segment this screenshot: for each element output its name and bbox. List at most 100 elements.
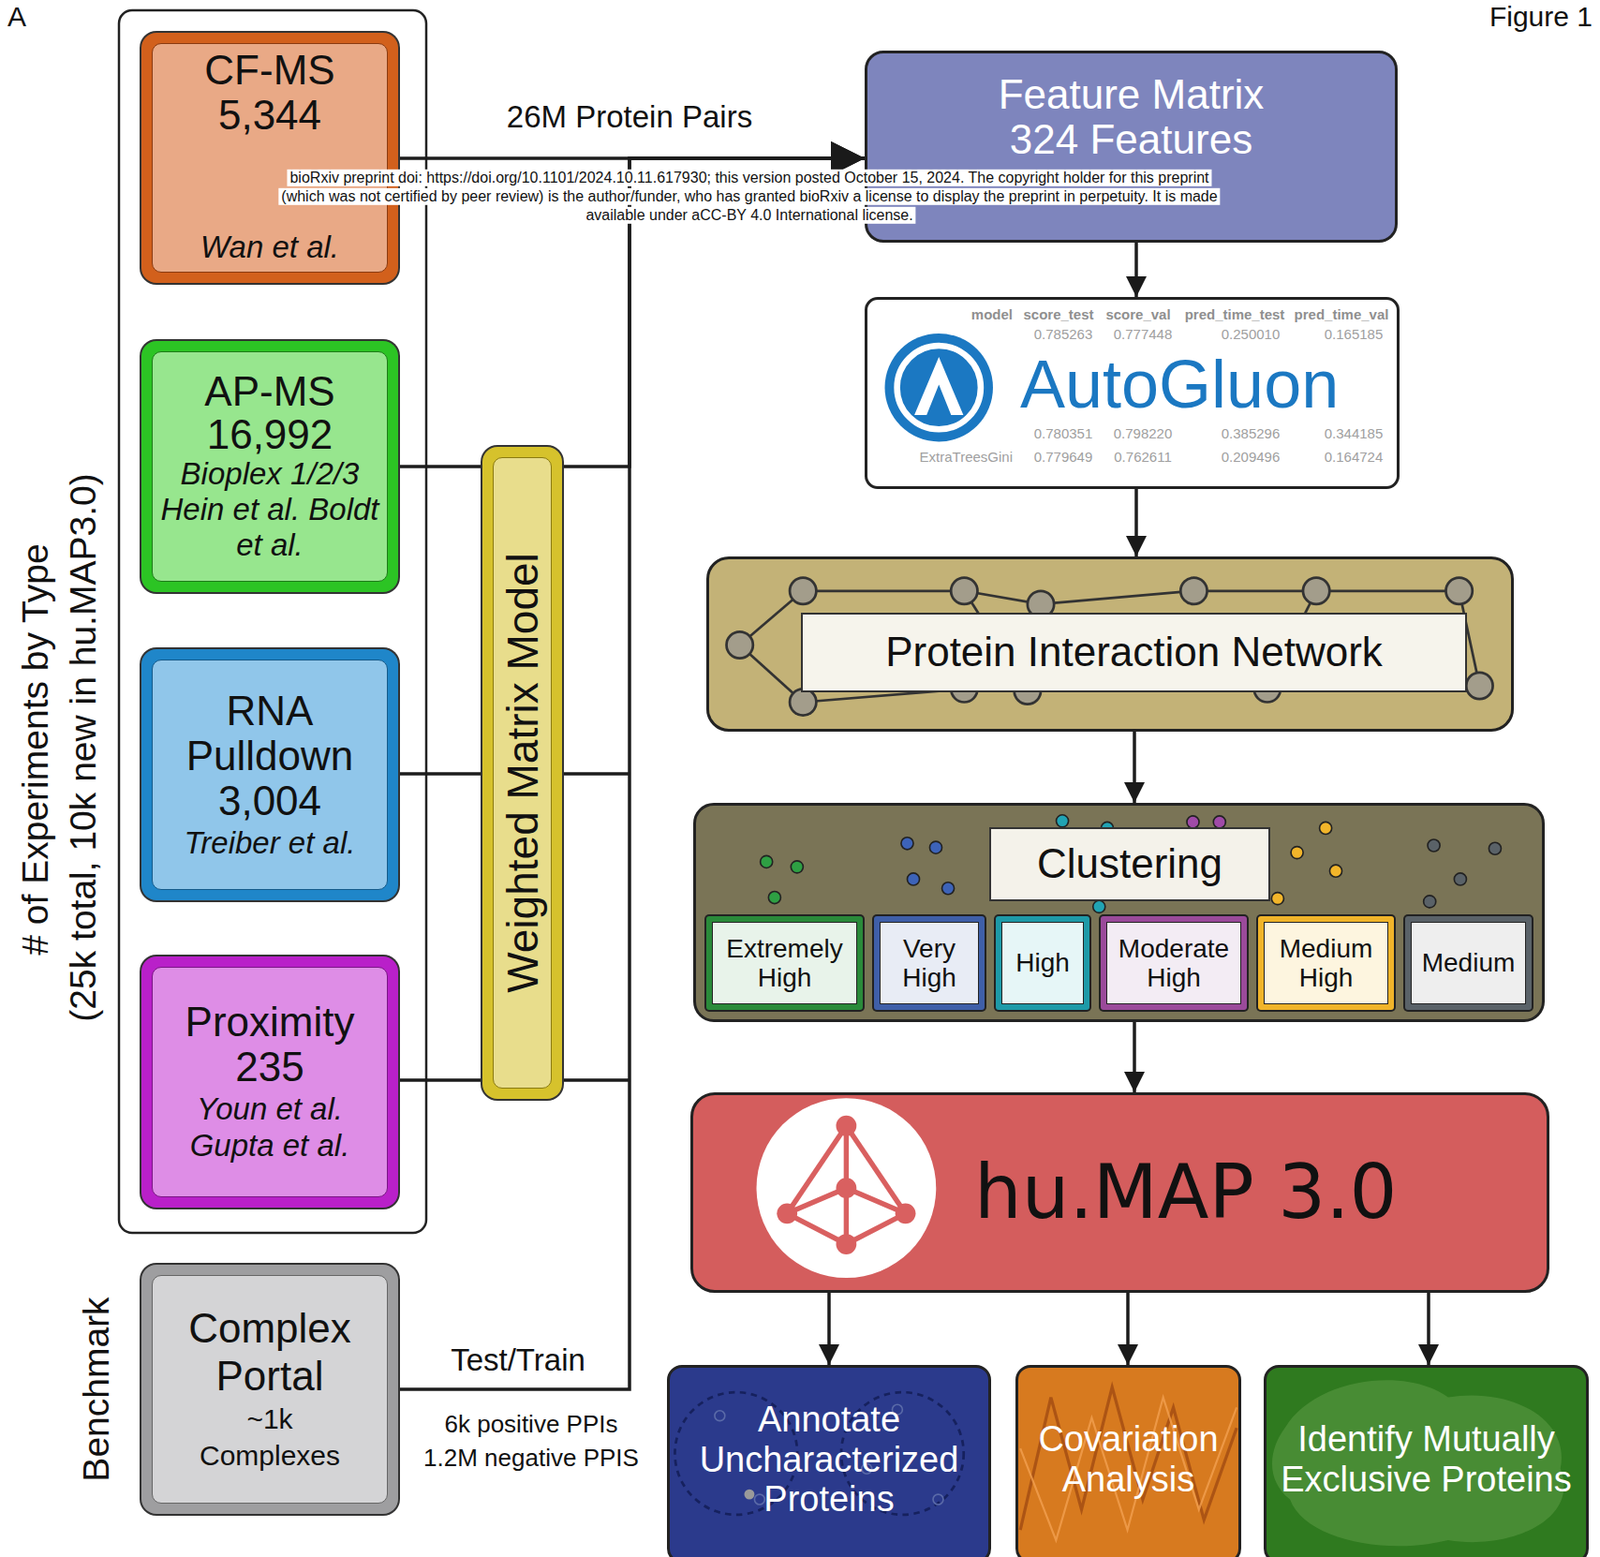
connector — [1132, 731, 1137, 803]
source-box: Proximity235Youn et al. Gupta et al. — [141, 956, 399, 1208]
part-circle — [901, 837, 914, 850]
table-cell: 0.779649 — [1034, 448, 1094, 465]
box-label: 324 Features — [876, 117, 1386, 163]
part-g — [756, 1097, 937, 1278]
box-label: 235 — [156, 1044, 384, 1090]
box-label: Weighted Matrix Model — [497, 552, 548, 993]
section-title: Benchmark — [75, 1296, 119, 1482]
part-g — [1423, 839, 1502, 908]
table-cell: 0.762611 — [1113, 448, 1171, 465]
note-text: 1.2M negative PPIS — [423, 1444, 639, 1473]
table-cell: 0.164724 — [1324, 448, 1384, 465]
box-panel: Complex Portal~1k Complexes — [151, 1274, 388, 1504]
box-label: AP-MS — [156, 370, 384, 414]
connector — [1134, 242, 1139, 297]
connector — [1426, 1292, 1431, 1365]
part-g — [1186, 815, 1226, 829]
part-line — [786, 1125, 846, 1215]
box-label: Clustering — [989, 827, 1271, 902]
part-circle — [836, 1115, 858, 1137]
axis-title: (25k total, 10k new in hu.MAP3.0) — [62, 473, 105, 1022]
part-circle — [1488, 842, 1501, 855]
part-circle — [789, 577, 816, 605]
box-panel: RNA Pulldown3,004Treiber et al. — [151, 659, 388, 890]
part-line — [1193, 589, 1317, 593]
model-box: Weighted Matrix Model — [482, 446, 563, 1099]
box-label: 3,004 — [156, 778, 384, 824]
part-circle — [1427, 839, 1440, 852]
table-cell: 0.165185 — [1324, 325, 1384, 342]
source-box: AP-MS16,992Bioplex 1/2/3 Hein et al. Bol… — [141, 340, 399, 593]
edge-label: 26M Protein Pairs — [503, 99, 756, 135]
part-line — [740, 645, 804, 703]
connector — [1134, 488, 1139, 557]
table-cell: pred_time_test — [1185, 306, 1286, 323]
part-circle — [1466, 672, 1493, 699]
part-circle — [726, 631, 754, 658]
table-cell: 0.209496 — [1221, 448, 1281, 465]
watermark-text: available under aCC-BY 4.0 International… — [582, 207, 916, 224]
part-circle — [1271, 892, 1284, 905]
table-cell: model — [971, 306, 1013, 323]
box-label: ~1k Complexes — [156, 1400, 384, 1474]
connector-stub — [562, 771, 630, 776]
part-polyline — [1020, 1387, 1237, 1531]
box-label: Very High — [879, 921, 979, 1005]
box-label: Protein Interaction Network — [800, 612, 1467, 693]
connector-stub — [562, 1078, 630, 1082]
part-circle — [744, 1489, 756, 1500]
box-label: Feature Matrix — [876, 72, 1386, 118]
box-label: Wan et al. — [156, 228, 384, 267]
part-g — [726, 577, 1494, 716]
table-cell: 0.250010 — [1221, 325, 1281, 342]
connector — [1125, 1292, 1130, 1365]
part-circle — [1186, 815, 1200, 829]
box-label: Extremely High — [711, 921, 858, 1005]
box-label: 16,992 — [156, 413, 384, 457]
output-box: Identify Mutually Exclusive Proteins — [1263, 1364, 1589, 1557]
process-box: Feature Matrix324 Features — [864, 50, 1398, 243]
tier-box: High — [995, 916, 1090, 1010]
table-cell: 0.798220 — [1113, 425, 1173, 442]
part-circle — [1303, 577, 1330, 605]
part-line — [740, 591, 804, 646]
source-box: CF-MS5,344Wan et al. — [141, 32, 399, 283]
box-label: Annotate Uncharacterized Proteins — [675, 1399, 983, 1520]
tier-box: Very High — [874, 916, 985, 1010]
box-label: Medium High — [1263, 921, 1389, 1005]
part-line — [786, 1187, 846, 1214]
box-label: RNA Pulldown — [156, 688, 384, 780]
part-g — [760, 814, 1502, 914]
part-circle — [776, 1202, 798, 1224]
output-box: Covariation Analysis — [1015, 1364, 1242, 1557]
part-circle — [933, 1494, 944, 1505]
part-circle — [1213, 815, 1226, 829]
result-box: hu.MAP 3.0 — [690, 1092, 1550, 1293]
part-circle — [897, 345, 981, 430]
benchmark-box: Complex Portal~1k Complexes — [141, 1264, 399, 1514]
box-label: Moderate High — [1106, 921, 1242, 1005]
part-circle — [1453, 873, 1467, 886]
table-cell: 0.780351 — [1034, 425, 1094, 442]
part-path — [914, 356, 963, 415]
part-circle — [754, 1494, 765, 1505]
table-cell: 0.777448 — [1113, 325, 1173, 342]
part-g — [885, 333, 993, 442]
part-g — [786, 1125, 905, 1245]
part-circle — [1290, 846, 1304, 860]
box-label: Youn et al. Gupta et al. — [156, 1090, 384, 1165]
box-label: Medium — [1410, 921, 1526, 1005]
connector — [827, 1292, 831, 1365]
part-line — [845, 1125, 905, 1215]
tier-box: Medium High — [1258, 916, 1394, 1010]
connector — [398, 771, 483, 776]
source-box: RNA Pulldown3,004Treiber et al. — [141, 649, 399, 901]
part-g — [1271, 821, 1342, 904]
part-circle — [942, 882, 955, 895]
box-panel: CF-MS5,344Wan et al. — [151, 43, 388, 273]
part-circle — [756, 1097, 937, 1278]
part-line — [963, 591, 1041, 605]
part-circle — [906, 873, 919, 886]
edge-label: Test/Train — [447, 1342, 589, 1378]
table-cell: ExtraTreesGini — [919, 448, 1013, 465]
